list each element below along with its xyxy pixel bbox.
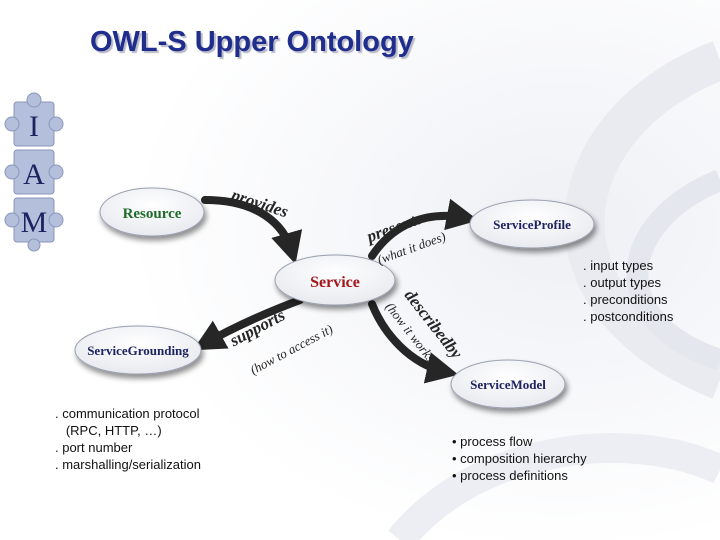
list-item: . input types [583,258,654,273]
arrow-presents [368,198,479,260]
node-service-grounding [74,325,202,375]
node-service-model [450,359,566,409]
node-service-label: Service [310,274,360,291]
page-title: OWL-S Upper Ontology [90,26,414,58]
logo-letter-a: A [23,158,45,191]
list-item: (RPC, HTTP, …) [55,423,162,438]
logo-letter-i: I [29,110,39,143]
profile-notes: . input types . output types . precondit… [583,257,673,325]
list-item: . port number [55,440,133,455]
model-notes: • process flow • composition hierarchy •… [452,433,587,484]
logo-letter-m: M [21,206,48,239]
list-item: . marshalling/serialization [55,457,201,472]
node-service-profile [469,199,595,249]
node-service-profile-label: ServiceProfile [493,217,571,232]
list-item: . postconditions [583,309,674,324]
list-item: • composition hierarchy [452,451,587,466]
list-item: . output types [583,275,662,290]
node-service-grounding-label: ServiceGrounding [87,343,189,358]
arrow-supports [192,296,304,351]
node-service [274,254,396,306]
node-service-model-label: ServiceModel [470,377,546,392]
node-resource-label: Resource [123,206,182,222]
edge-label-supports: supports [226,305,289,350]
grounding-notes: . communication protocol (RPC, HTTP, …) … [55,405,201,473]
list-item: • process flow [452,434,533,449]
list-item: . preconditions [583,292,668,307]
node-resource [99,187,205,237]
iam-puzzle-logo: I A M [4,92,64,252]
arrow-describedby [368,300,459,384]
list-item: • process definitions [452,468,568,483]
list-item: . communication protocol [55,406,200,421]
arrow-provides [201,196,303,265]
